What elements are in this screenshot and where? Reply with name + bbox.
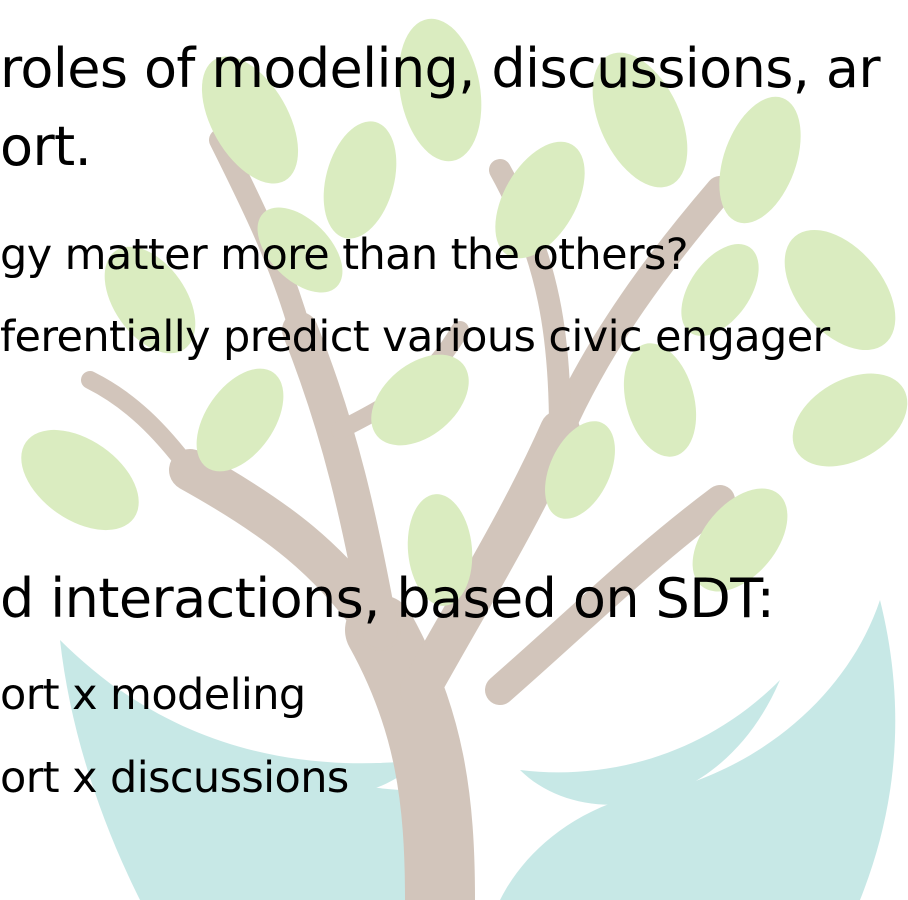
text-line-4: ferentially predict various civic engage…: [0, 312, 830, 362]
text-line-5: d interactions, based on SDT:: [0, 567, 775, 630]
text-line-1: roles of modeling, discussions, ar: [0, 37, 881, 100]
text-line-6: ort x modeling: [0, 670, 306, 720]
text-line-7: ort x discussions: [0, 753, 349, 803]
text-line-3: gy matter more than the others?: [0, 230, 689, 280]
text-line-2: ort.: [0, 115, 92, 178]
